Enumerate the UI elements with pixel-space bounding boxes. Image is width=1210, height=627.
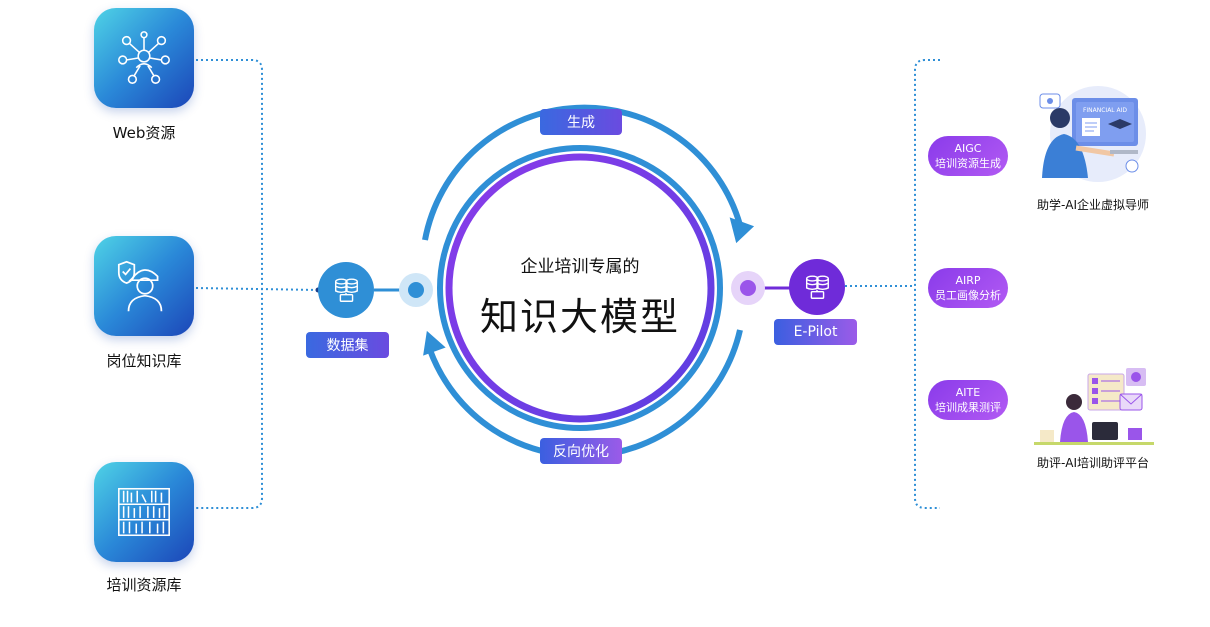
right-bracket-lines: [845, 59, 940, 509]
generate-label: 生成: [540, 109, 622, 135]
dataset-connector-dot: [399, 273, 433, 307]
app-desc: 员工画像分析: [935, 289, 1001, 302]
app-aite: AITE 培训成果测评: [928, 380, 1008, 420]
virtual-tutor-label: 助学-AI企业虚拟导师: [1036, 198, 1150, 212]
app-airp: AIRP 员工画像分析: [928, 268, 1008, 308]
center-outer-ring: [437, 145, 723, 431]
virtual-tutor-illustration: FINANCIAL AID: [1039, 86, 1146, 182]
dataset-label: 数据集: [306, 332, 389, 358]
generate-arc: [422, 104, 743, 241]
dataset-node: [318, 262, 374, 318]
epilot-label: E-Pilot: [774, 319, 857, 345]
left-bracket-lines: [195, 59, 319, 509]
center-inner-ring: [445, 153, 715, 423]
optimize-arrowhead: [423, 330, 446, 356]
database-icon: [334, 278, 358, 302]
worker-shield-icon: [117, 260, 163, 312]
epilot-connector-dot: [731, 271, 765, 305]
app-desc: 培训资源生成: [935, 157, 1001, 170]
assessment-platform-label: 助评-AI培训助评平台: [1036, 456, 1150, 470]
source-label: Web资源: [112, 124, 176, 142]
assessment-platform-illustration: [1034, 368, 1154, 445]
app-code: AITE: [955, 386, 981, 399]
source-label: 岗位知识库: [106, 352, 182, 370]
web-resources-tile: [94, 8, 194, 108]
database-icon: [805, 275, 829, 299]
app-code: AIRP: [955, 274, 981, 287]
reverse-optimize-label: 反向优化: [540, 438, 622, 464]
epilot-node: [789, 259, 845, 315]
center-title: 知识大模型: [479, 295, 680, 339]
bookshelf-icon: [118, 487, 170, 537]
app-aigc: AIGC 培训资源生成: [928, 136, 1008, 176]
training-library-tile: [94, 462, 194, 562]
job-knowledge-tile: [94, 236, 194, 336]
financial-aid-sign: FINANCIAL AID: [1083, 107, 1127, 114]
center-subtitle: 企业培训专属的: [520, 257, 640, 277]
app-desc: 培训成果测评: [935, 401, 1001, 414]
network-people-icon: [118, 31, 170, 84]
source-label: 培训资源库: [106, 576, 182, 594]
app-code: AIGC: [954, 142, 982, 155]
generate-arrowhead: [729, 217, 755, 244]
